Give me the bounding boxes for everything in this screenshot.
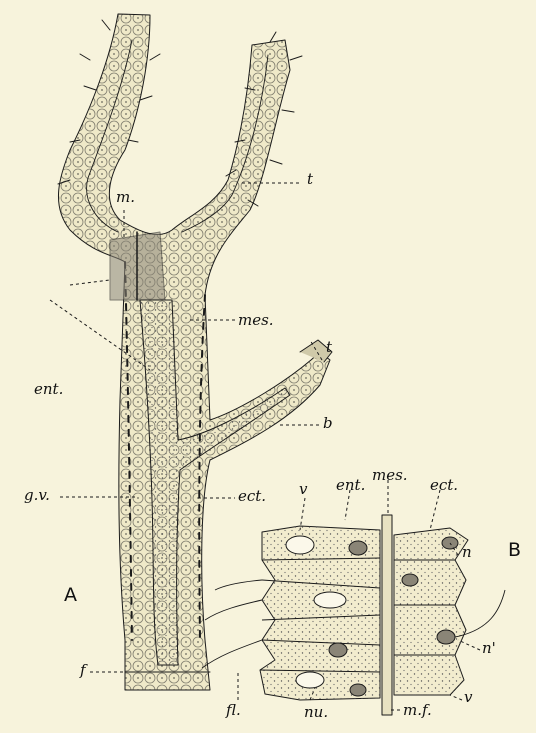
panel-b-drawing (202, 515, 505, 715)
bud-tentacle-label: t (326, 340, 332, 355)
mesoglea-band (382, 515, 392, 715)
mesoglea-b-label: mes. (372, 468, 408, 483)
gastrovascular-cavity (140, 300, 290, 665)
foot-label: f (80, 663, 86, 678)
gastrovascular-label: g.v. (24, 488, 50, 503)
vacuole-label: v (299, 482, 307, 497)
panel-b-label: B (508, 541, 521, 560)
flagellum-label: fl. (226, 703, 241, 718)
endoderm-label: ent. (34, 382, 63, 397)
ectoderm-label: ect. (238, 489, 266, 504)
nematocyst-label: n (462, 545, 472, 560)
muscle-fibre-label: m.f. (403, 703, 432, 718)
vacuole-2-label: v (464, 690, 472, 705)
ectoderm-b-label: ect. (430, 478, 458, 493)
tentacle-label: t (307, 172, 313, 187)
endoderm-b-label: ent. (336, 478, 365, 493)
mouth-label: m. (116, 190, 135, 205)
bud-label: b (323, 416, 333, 431)
nematocyst-2-label: n' (482, 641, 496, 656)
panel-a-label: A (64, 586, 77, 605)
nucleus-label: nu. (304, 705, 328, 720)
mesoglea-label: mes. (238, 313, 274, 328)
